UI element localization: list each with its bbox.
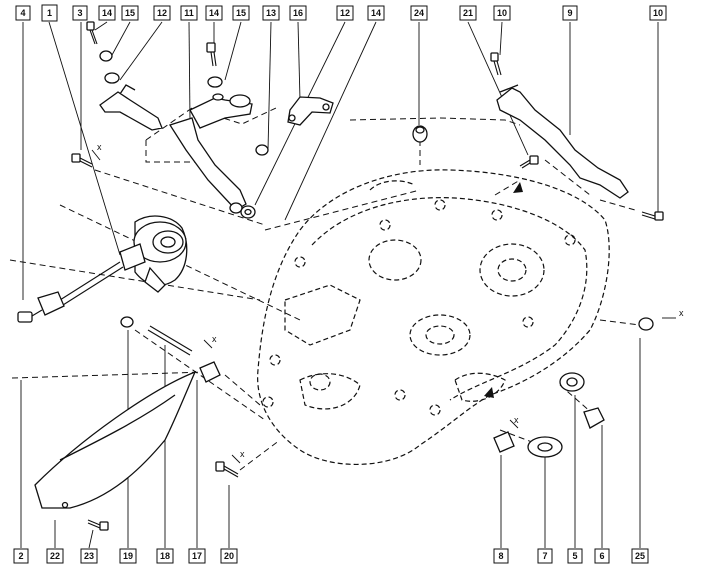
callout-13-label: 13 xyxy=(266,8,276,18)
studs-and-bushes xyxy=(120,316,239,478)
callout-12[interactable]: 12 xyxy=(336,5,354,21)
bottom-right-parts xyxy=(493,317,654,458)
callout-1-highlight xyxy=(41,4,58,22)
callout-25[interactable]: 25 xyxy=(631,548,649,564)
dimension-mark-x: x xyxy=(212,334,217,344)
callout-24[interactable]: 24 xyxy=(410,5,428,21)
bracket-16 xyxy=(287,96,334,126)
callout-7-label: 7 xyxy=(542,551,547,561)
dimension-mark-x: x xyxy=(240,449,245,459)
callout-15-label: 15 xyxy=(125,8,135,18)
callout-16[interactable]: 16 xyxy=(289,5,307,21)
callout-19[interactable]: 19 xyxy=(119,548,137,564)
callouts-top: 1 3 14 15 12 11 14 15 13 16 12 14 24 21 … xyxy=(15,4,667,22)
shift-bracket-assembly xyxy=(86,21,269,219)
callout-21-label: 21 xyxy=(463,8,473,18)
callout-14-label: 14 xyxy=(102,8,112,18)
callout-22[interactable]: 22 xyxy=(46,548,64,564)
callout-7[interactable]: 7 xyxy=(537,548,553,564)
callout-24-label: 24 xyxy=(414,8,424,18)
callout-2[interactable]: 2 xyxy=(13,548,29,564)
bracket-9 xyxy=(412,52,664,221)
callout-10[interactable]: 10 xyxy=(493,5,511,21)
callout-3[interactable]: 3 xyxy=(72,5,88,21)
callout-8[interactable]: 8 xyxy=(493,548,509,564)
callout-14-label: 14 xyxy=(209,8,219,18)
callout-9[interactable]: 9 xyxy=(562,5,578,21)
callout-15[interactable]: 15 xyxy=(232,5,250,21)
callout-23[interactable]: 23 xyxy=(80,548,98,564)
callout-15-label: 15 xyxy=(236,8,246,18)
callout-10-label: 10 xyxy=(497,8,507,18)
callout-20-label: 20 xyxy=(224,551,234,561)
callout-13[interactable]: 13 xyxy=(262,5,280,21)
callout-14[interactable]: 14 xyxy=(205,5,223,21)
clutch-release-bearing xyxy=(17,153,188,323)
callout-8-label: 8 xyxy=(498,551,503,561)
callout-1[interactable]: 1 xyxy=(41,4,58,22)
callout-4-label: 4 xyxy=(20,8,25,18)
callout-12-label: 12 xyxy=(340,8,350,18)
callout-5[interactable]: 5 xyxy=(567,548,583,564)
direction-arrows xyxy=(484,182,523,398)
dimension-mark-x: x xyxy=(514,415,519,425)
callout-11[interactable]: 11 xyxy=(180,5,198,21)
callout-25-label: 25 xyxy=(635,551,645,561)
callout-22-label: 22 xyxy=(50,551,60,561)
callout-20[interactable]: 20 xyxy=(220,548,238,564)
callout-14[interactable]: 14 xyxy=(98,5,116,21)
assembly-dash-lines xyxy=(9,107,641,471)
callout-2-label: 2 xyxy=(18,551,23,561)
callout-5-label: 5 xyxy=(572,551,577,561)
gearbox-housing xyxy=(257,169,610,465)
callout-6[interactable]: 6 xyxy=(594,548,610,564)
callout-15[interactable]: 15 xyxy=(121,5,139,21)
callout-17-label: 17 xyxy=(192,551,202,561)
callout-11-label: 11 xyxy=(184,8,194,18)
callout-10[interactable]: 10 xyxy=(649,5,667,21)
callout-9-label: 9 xyxy=(567,8,572,18)
callout-12-label: 12 xyxy=(157,8,167,18)
callouts-bottom: 2 22 23 19 18 17 20 8 7 5 6 25 xyxy=(13,548,649,564)
callout-10-label: 10 xyxy=(653,8,663,18)
dimension-mark-x: x xyxy=(679,308,684,318)
callout-16-label: 16 xyxy=(293,8,303,18)
callout-3-label: 3 xyxy=(77,8,82,18)
callout-18-label: 18 xyxy=(160,551,170,561)
callout-14-label: 14 xyxy=(371,8,381,18)
callout-1-label: 1 xyxy=(47,8,52,18)
callout-14[interactable]: 14 xyxy=(367,5,385,21)
callout-6-label: 6 xyxy=(599,551,604,561)
callout-4[interactable]: 4 xyxy=(15,5,31,21)
dimension-marks: x x x x x xyxy=(91,142,684,464)
callout-12[interactable]: 12 xyxy=(153,5,171,21)
callout-17[interactable]: 17 xyxy=(188,548,206,564)
leader-lines xyxy=(20,21,659,549)
callout-23-label: 23 xyxy=(84,551,94,561)
dimension-mark-x: x xyxy=(97,142,102,152)
callout-18[interactable]: 18 xyxy=(156,548,174,564)
callout-19-label: 19 xyxy=(123,551,133,561)
shield-22 xyxy=(34,370,197,531)
callout-21[interactable]: 21 xyxy=(459,5,477,21)
